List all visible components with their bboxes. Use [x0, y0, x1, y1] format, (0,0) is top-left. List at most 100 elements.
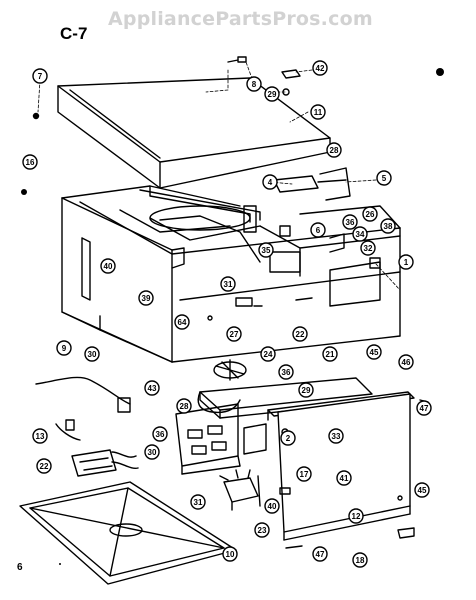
callout-17: 17: [296, 466, 312, 482]
callout-label: 6: [316, 226, 321, 235]
callout-label: 36: [156, 430, 165, 439]
callout-13: 13: [32, 428, 48, 444]
callout-label: 8: [252, 80, 257, 89]
callout-21: 21: [322, 346, 338, 362]
timer-motor: [219, 469, 259, 511]
callout-32: 32: [360, 240, 376, 256]
callout-29: 29: [298, 382, 314, 398]
callout-label: 46: [402, 358, 411, 367]
callout-36: 36: [278, 364, 294, 380]
callout-label: 35: [262, 246, 271, 255]
glass-tray: [19, 481, 237, 585]
top-cover-panel: [57, 77, 331, 189]
callout-18: 18: [352, 552, 368, 568]
callout-label: 38: [384, 222, 393, 231]
control-bracket: [175, 403, 267, 475]
callout-label: 26: [366, 210, 375, 219]
callout-9: 9: [56, 340, 72, 356]
callout-64: 64: [174, 314, 190, 330]
callout-12: 12: [348, 508, 364, 524]
callout-40: 40: [100, 258, 116, 274]
callout-36: 36: [152, 426, 168, 442]
callout-label: 21: [326, 350, 335, 359]
callout-label: 28: [180, 402, 189, 411]
callout-label: 30: [148, 448, 157, 457]
callout-label: 11: [314, 108, 323, 117]
callout-label: 24: [264, 350, 273, 359]
watermark-text: AppliancePartsPros.com: [108, 8, 373, 30]
callout-27: 27: [226, 326, 242, 342]
callout-23: 23: [254, 522, 270, 538]
callout-label: 29: [268, 90, 277, 99]
callout-label: 1: [404, 258, 409, 267]
callout-label: 23: [258, 526, 267, 535]
callout-10: 10: [222, 546, 238, 562]
diagram-code: C-7: [60, 24, 88, 43]
callout-11: 11: [310, 104, 326, 120]
callout-40: 40: [264, 498, 280, 514]
callout-label: 22: [296, 330, 305, 339]
callout-label: 47: [316, 550, 325, 559]
wire-harness: [35, 376, 241, 441]
callout-label: 22: [40, 462, 49, 471]
callout-label: 41: [340, 474, 349, 483]
black-dots: [21, 68, 444, 565]
callout-label: 2: [286, 434, 291, 443]
callout-4: 4: [262, 174, 278, 190]
callout-39: 39: [138, 290, 154, 306]
callout-30: 30: [144, 444, 160, 460]
callout-label: 47: [420, 404, 429, 413]
callout-label: 10: [226, 550, 235, 559]
magnetron-assembly: [243, 167, 351, 233]
callout-label: 27: [230, 330, 239, 339]
callout-29: 29: [264, 86, 280, 102]
callout-31: 31: [220, 276, 236, 292]
callout-label: 40: [104, 262, 113, 271]
callout-label: 43: [148, 384, 157, 393]
callout-label: 18: [356, 556, 365, 565]
callout-36: 36: [342, 214, 358, 230]
callout-6: 6: [310, 222, 326, 238]
fan-blade: [213, 359, 247, 381]
callout-42: 42: [312, 60, 328, 76]
wire-connector: [71, 449, 139, 477]
callout-label: 4: [268, 178, 273, 187]
callout-41: 41: [336, 470, 352, 486]
callout-label: 13: [36, 432, 45, 441]
callout-5: 5: [376, 170, 392, 186]
callout-26: 26: [362, 206, 378, 222]
callout-label: 45: [370, 348, 379, 357]
callout-2: 2: [280, 430, 296, 446]
front-control-panel: [277, 393, 411, 541]
cabinet-body: [61, 185, 401, 363]
callout-label: 36: [346, 218, 355, 227]
callout-47: 47: [416, 400, 432, 416]
callout-label: 34: [356, 230, 365, 239]
callout-46: 46: [398, 354, 414, 370]
callout-45: 45: [366, 344, 382, 360]
callout-31: 31: [190, 494, 206, 510]
callout-1: 1: [398, 254, 414, 270]
callout-label: 45: [418, 486, 427, 495]
callout-label: 33: [332, 432, 341, 441]
callout-43: 43: [144, 380, 160, 396]
callout-label: 9: [62, 344, 67, 353]
callout-label: 5: [382, 174, 387, 183]
callout-22: 22: [292, 326, 308, 342]
callout-label: 17: [300, 470, 309, 479]
callout-7: 7: [32, 68, 48, 84]
callout-label: 12: [352, 512, 361, 521]
side-panel-hinge: [267, 391, 415, 421]
callout-label: 28: [330, 146, 339, 155]
callout-8: 8: [246, 76, 262, 92]
callout-label: 31: [224, 280, 233, 289]
callout-label: 32: [364, 244, 373, 253]
control-compartment: [269, 205, 401, 307]
callout-label: 29: [302, 386, 311, 395]
page-number: 6: [17, 562, 23, 573]
callout-label: 16: [26, 158, 35, 167]
callout-label: 36: [282, 368, 291, 377]
